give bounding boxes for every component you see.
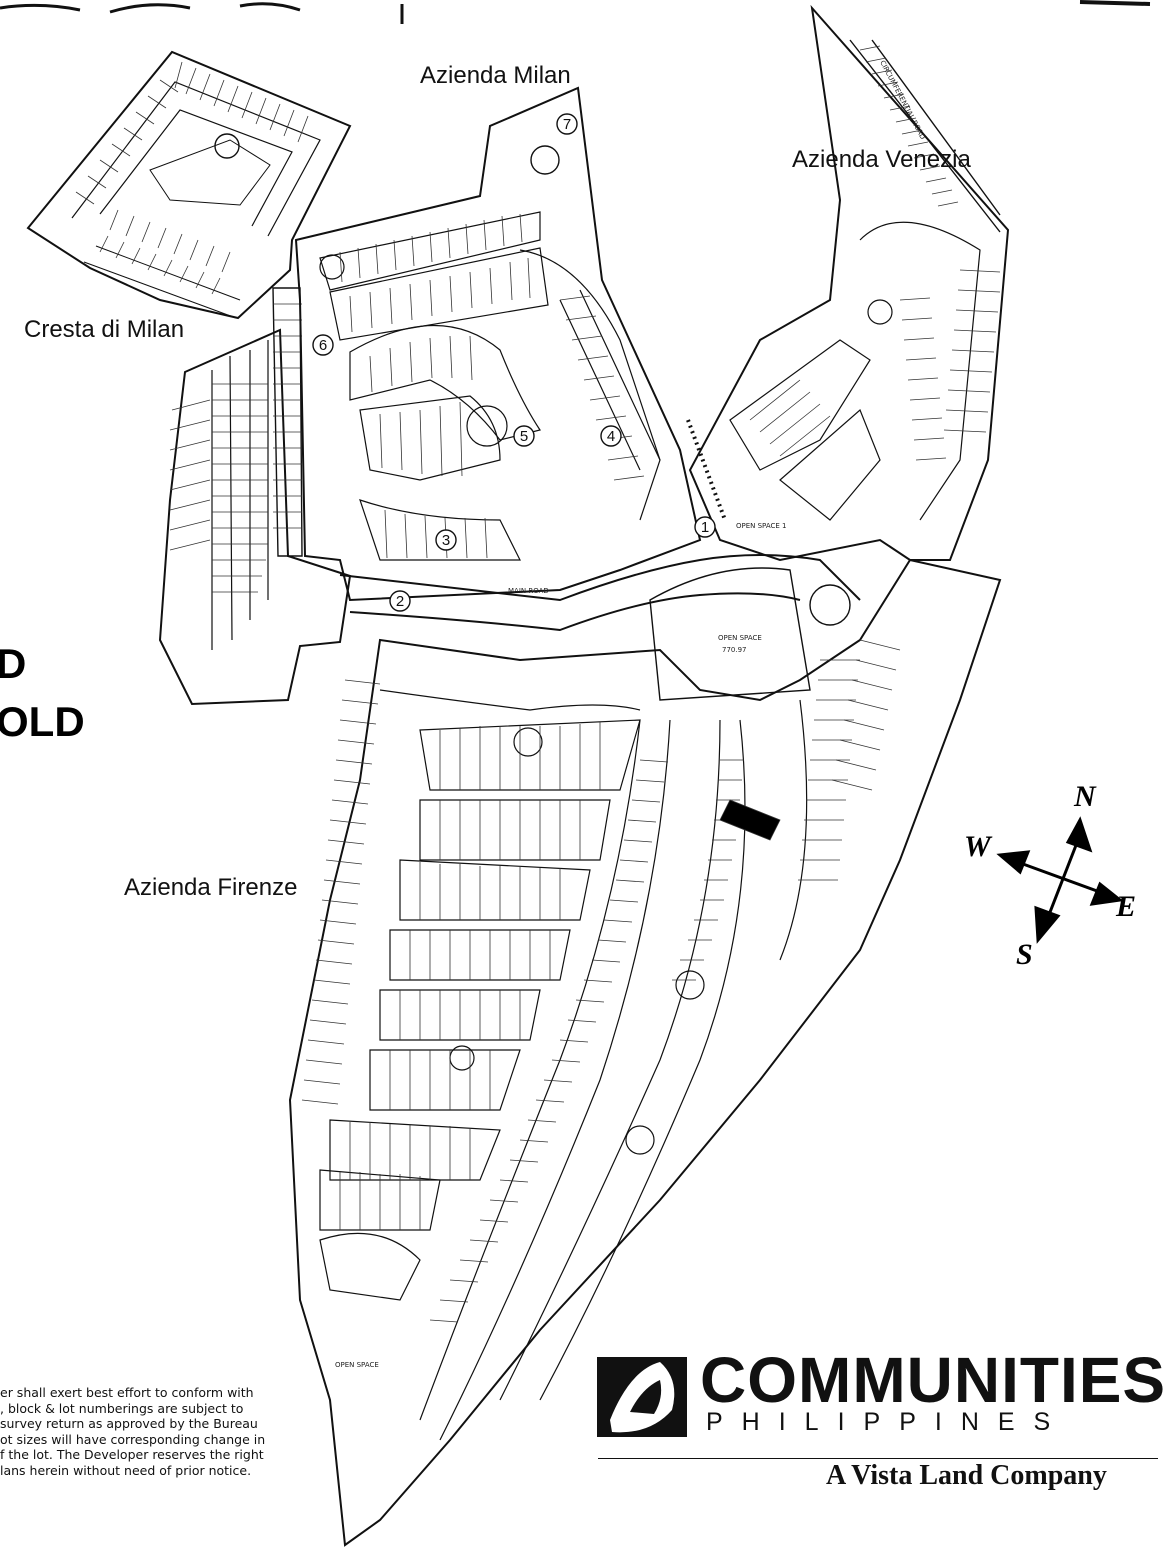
cresta-lot-grid <box>75 61 309 295</box>
area-label-azienda-venezia: Azienda Venezia <box>792 146 971 173</box>
disclaimer-line: ot sizes will have corresponding change … <box>0 1431 266 1447</box>
phase-marker-7: 7 <box>556 113 578 135</box>
svg-text:5: 5 <box>520 428 528 445</box>
phase-marker-2: 2 <box>389 590 411 612</box>
phase-marker-5: 5 <box>513 425 535 447</box>
area-label-azienda-firenze: Azienda Firenze <box>124 874 298 901</box>
compass-east: E <box>1116 890 1137 923</box>
area-label-cresta-di-milan: Cresta di Milan <box>24 316 185 343</box>
svg-text:6: 6 <box>319 337 327 354</box>
brand-divider <box>598 1458 1158 1459</box>
edge-text-line-1: D <box>0 640 27 687</box>
main-road-label: MAIN ROAD <box>508 587 549 595</box>
svg-text:7: 7 <box>563 116 571 133</box>
svg-text:3: 3 <box>442 532 450 549</box>
open-space-label: OPEN SPACE <box>718 634 762 642</box>
brand-logo-mark <box>597 1357 687 1437</box>
compass-south: S <box>1016 938 1033 971</box>
phase-marker-6: 6 <box>312 334 334 356</box>
open-space-1-label: OPEN SPACE 1 <box>736 522 787 530</box>
brand-name: COMMUNITIES <box>700 1344 1164 1416</box>
open-space-south-label: OPEN SPACE <box>335 1361 379 1369</box>
venezia-lot-grid <box>749 45 1001 461</box>
brand-tagline: A Vista Land Company <box>826 1460 1107 1491</box>
disclaimer-line: lans herein without need of prior notice… <box>0 1462 252 1478</box>
map-small-labels: OPEN SPACE 770.97 OPEN SPACE 1 OPEN SPAC… <box>335 59 927 1369</box>
azienda-firenze-parcel <box>288 558 1002 1547</box>
phase-marker-3: 3 <box>435 529 457 551</box>
area-label-azienda-milan: Azienda Milan <box>420 62 571 89</box>
main-road <box>339 419 861 701</box>
cresta-di-milan-parcel <box>26 50 352 320</box>
disclaimer-line: er shall exert best effort to conform wi… <box>0 1385 254 1400</box>
firenze-lot-grid <box>301 639 901 1323</box>
phase-marker-1: 1 <box>694 516 716 538</box>
azienda-milan-parcel <box>294 86 702 602</box>
svg-text:1: 1 <box>701 519 709 536</box>
disclaimer-line: , block & lot numberings are subject to <box>0 1400 244 1416</box>
phase-marker-4: 4 <box>600 425 622 447</box>
azienda-venezia-parcel <box>688 4 1010 562</box>
disclaimer-text: er shall exert best effort to conform wi… <box>0 1385 320 1478</box>
compass-west: W <box>964 830 991 863</box>
phase-markers: 1 2 3 4 5 6 7 <box>312 113 716 612</box>
open-space-area: 770.97 <box>722 646 747 654</box>
svg-text:2: 2 <box>396 593 404 610</box>
disclaimer-line: f the lot. The Developer reserves the ri… <box>0 1447 264 1462</box>
circumferential-road-label: CIRCUMFERENTIAL ROAD <box>878 59 926 141</box>
svg-text:4: 4 <box>607 428 615 445</box>
header-fragments <box>0 0 1151 24</box>
brand-subtitle: PHILIPPINES <box>706 1408 1070 1436</box>
west-strip-parcel <box>158 287 352 706</box>
compass-north: N <box>1074 780 1096 813</box>
azienda-milan-lot-grid <box>339 213 645 559</box>
west-strip-lot-grid <box>169 303 302 593</box>
compass-rose <box>996 816 1124 944</box>
edge-text-line-2: OLD <box>0 698 85 745</box>
disclaimer-line: survey return as approved by the Bureau <box>0 1416 258 1431</box>
